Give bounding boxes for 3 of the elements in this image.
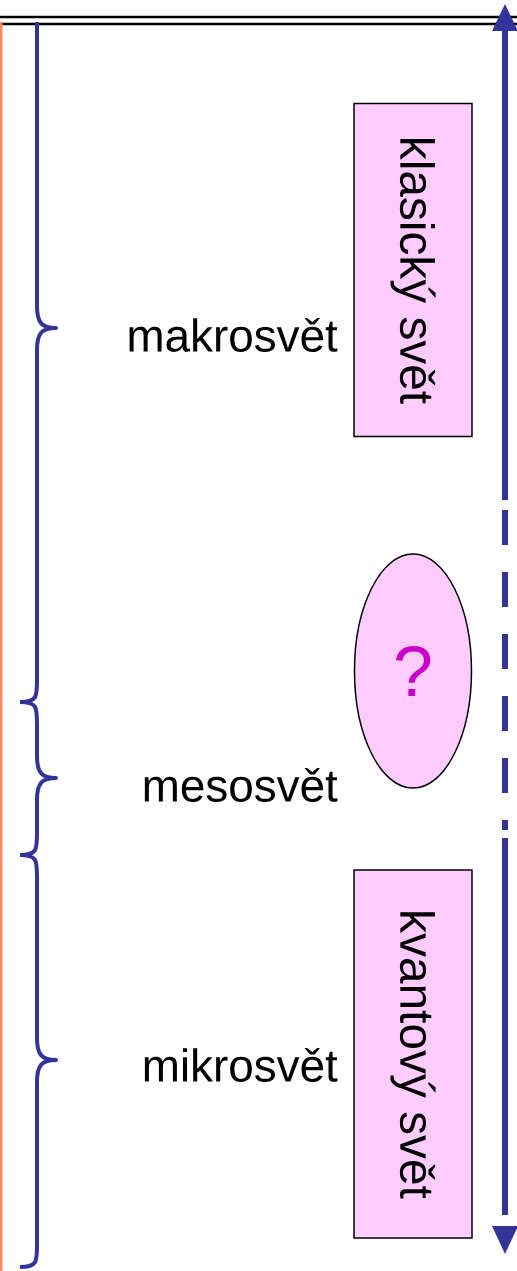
scale-label: mesosvět	[144, 768, 338, 802]
rotated-label-box: kvantový svět	[353, 869, 473, 1239]
rotated-label-box: klasický svět	[353, 102, 473, 438]
